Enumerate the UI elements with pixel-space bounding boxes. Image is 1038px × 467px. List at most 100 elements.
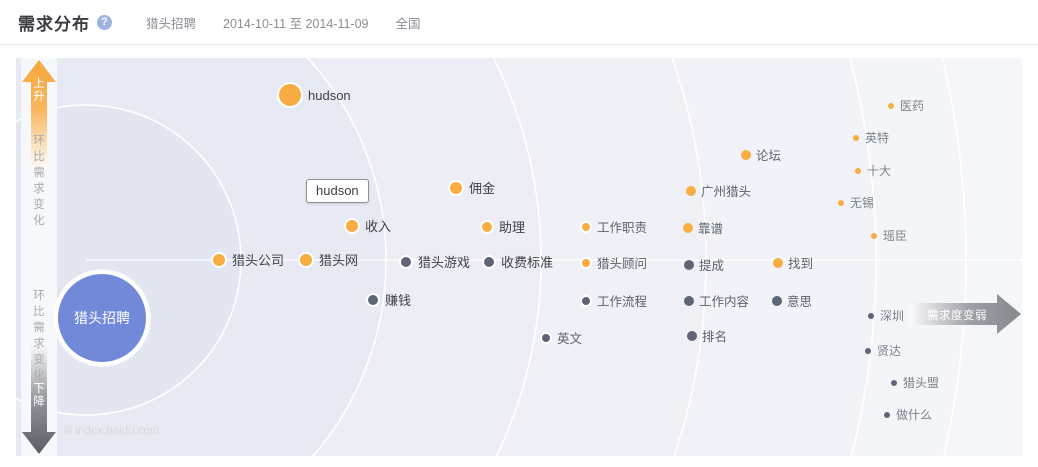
keyword-node-label: 猎头网 [319, 253, 359, 268]
keyword-node-label: 论坛 [756, 149, 782, 163]
keyword-node[interactable]: 意思 [772, 291, 812, 310]
rising-dot-icon [298, 251, 314, 268]
keyword-node-label: 贤达 [877, 344, 902, 358]
keyword-node[interactable]: 猎头盟 [891, 374, 939, 391]
keyword-node-label: 意思 [787, 295, 813, 309]
keyword-node[interactable]: 工作职责 [580, 217, 647, 236]
keyword-node[interactable]: hudson [277, 82, 351, 108]
rising-dot-icon [888, 102, 894, 109]
keyword-node-label: 找到 [788, 257, 814, 271]
keyword-node[interactable]: 助理 [480, 217, 525, 236]
keyword-node[interactable]: 找到 [773, 253, 813, 272]
rising-dot-icon [855, 167, 861, 174]
keyword-node[interactable]: 收入 [344, 216, 391, 235]
header-content: 需求分布 ? 猎头招聘 2014-10-11 至 2014-11-09 全国 [18, 0, 421, 44]
keyword-node[interactable]: 提成 [684, 255, 724, 274]
keyword-node-label: 瑶臣 [883, 229, 908, 243]
keyword-node[interactable]: 猎头公司 [211, 250, 284, 269]
axis-up-label: 上升 [33, 78, 45, 103]
keyword-node-label: 深圳 [880, 309, 905, 323]
keyword-node-label: 猎头顾问 [597, 257, 648, 271]
rising-dot-icon [277, 82, 303, 108]
keyword-node-label: 排名 [702, 330, 728, 344]
rising-dot-icon [448, 179, 464, 196]
keyword-node-label: 工作内容 [699, 295, 750, 309]
keyword-node[interactable]: 猎头网 [298, 250, 358, 269]
keyword-node[interactable]: 英特 [853, 129, 889, 146]
rising-dot-icon [853, 134, 859, 141]
keyword-node[interactable]: 佣金 [448, 178, 495, 197]
keyword-node[interactable]: 工作内容 [684, 291, 749, 310]
keyword-node[interactable]: 十大 [855, 162, 891, 179]
keyword-node-label: 收入 [365, 219, 392, 234]
keyword-node-label: 赚钱 [385, 293, 412, 308]
keyword-node[interactable]: 无锡 [838, 194, 874, 211]
rising-dot-icon [838, 199, 844, 206]
falling-dot-icon [772, 295, 782, 306]
keyword-node[interactable]: 深圳 [868, 307, 904, 324]
keyword-node-label: 靠谱 [698, 222, 724, 236]
keyword-node-label: 佣金 [469, 181, 496, 196]
keyword-node[interactable]: 赚钱 [366, 290, 411, 309]
falling-dot-icon [366, 292, 380, 307]
falling-dot-icon [540, 331, 552, 344]
falling-dot-icon [482, 254, 496, 269]
keyword-node-label: 英文 [557, 332, 583, 346]
rising-dot-icon [480, 219, 494, 234]
keyword-node[interactable]: 英文 [540, 328, 582, 347]
keyword-node-label: 提成 [699, 259, 725, 273]
rising-dot-icon [344, 217, 360, 234]
keyword-node-label: 收费标准 [501, 255, 554, 270]
keyword-node-label: 工作职责 [597, 221, 648, 235]
watermark: © index.baidu.com [64, 425, 160, 437]
keyword-node[interactable]: 工作流程 [580, 291, 647, 310]
keyword-node[interactable]: 靠谱 [683, 218, 723, 237]
rising-dot-icon [683, 222, 693, 233]
rising-dot-icon [580, 256, 592, 269]
breadcrumb-date-range[interactable]: 2014-10-11 至 2014-11-09 [223, 16, 369, 31]
keyword-node[interactable]: 收费标准 [482, 252, 553, 271]
keyword-node-label: 英特 [865, 131, 890, 145]
keyword-node[interactable]: 医药 [888, 97, 924, 114]
rising-dot-icon [871, 232, 877, 239]
falling-dot-icon [687, 330, 697, 341]
page-header: 需求分布 ? 猎头招聘 2014-10-11 至 2014-11-09 全国 [0, 0, 1038, 45]
down-arrow-icon [22, 344, 56, 454]
root-node[interactable]: 猎头招聘 [54, 270, 150, 366]
keyword-node[interactable]: 广州猎头 [686, 181, 751, 200]
demand-distribution-chart: 上升 环比需求变化 环比需求变化 下降 需求度变弱 猎头招聘 [16, 58, 1022, 456]
rising-dot-icon [741, 149, 751, 160]
keyword-node-label: 广州猎头 [701, 185, 752, 199]
right-arrow-label: 需求度变弱 [927, 310, 987, 322]
falling-dot-icon [891, 379, 897, 386]
keyword-node[interactable]: 做什么 [884, 406, 932, 423]
rising-dot-icon [211, 251, 227, 268]
falling-dot-icon [684, 259, 694, 270]
rising-dot-icon [580, 220, 592, 233]
keyword-node-label: 猎头公司 [232, 253, 285, 268]
root-node-label: 猎头招聘 [74, 310, 130, 326]
falling-dot-icon [868, 312, 874, 319]
keyword-node-label: 助理 [499, 220, 526, 235]
axis-bottom-caption: 环比需求变化 [33, 290, 45, 382]
keyword-node-label: 猎头游戏 [418, 255, 471, 270]
falling-dot-icon [580, 294, 592, 307]
keyword-node-label: 做什么 [896, 408, 933, 422]
keyword-node[interactable]: 瑶臣 [871, 227, 907, 244]
rising-dot-icon [773, 257, 783, 268]
keyword-node-label: 猎头盟 [903, 376, 940, 390]
keyword-node[interactable]: 猎头游戏 [399, 252, 470, 271]
keyword-node[interactable]: 猎头顾问 [580, 253, 647, 272]
breadcrumb-keyword[interactable]: 猎头招聘 [146, 16, 197, 31]
keyword-node[interactable]: 论坛 [741, 145, 781, 164]
keyword-node-label: hudson [308, 87, 351, 103]
keyword-node[interactable]: 排名 [687, 326, 727, 345]
breadcrumb-region[interactable]: 全国 [395, 16, 421, 31]
axis-top-caption: 环比需求变化 [33, 135, 45, 227]
question-mark-icon[interactable]: ? [97, 14, 112, 30]
falling-dot-icon [884, 411, 890, 418]
axis-down-label: 下降 [33, 383, 45, 408]
demand-change-axis: 上升 环比需求变化 环比需求变化 下降 [19, 58, 59, 456]
keyword-node[interactable]: 贤达 [865, 342, 901, 359]
